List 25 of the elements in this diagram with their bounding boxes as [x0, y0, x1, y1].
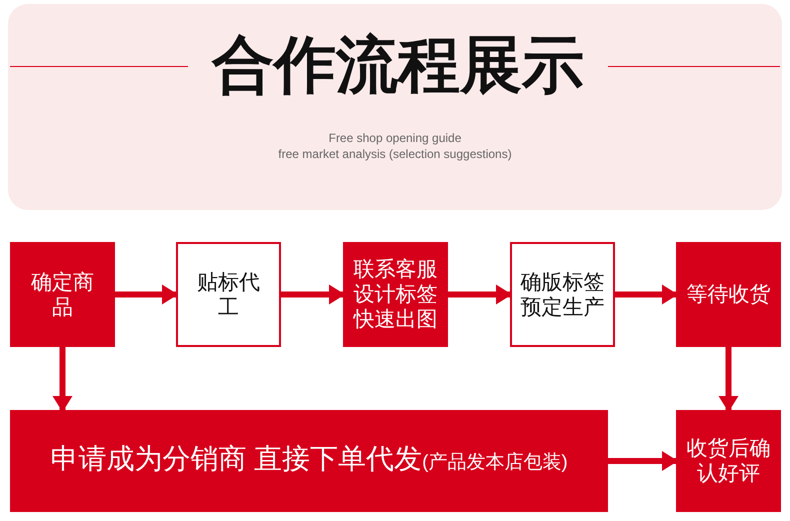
process-box — [10, 410, 608, 512]
process-box — [10, 242, 115, 347]
arrow — [615, 284, 678, 304]
process-box — [676, 410, 781, 512]
process-box — [510, 242, 615, 347]
step-text: 等待收货 — [686, 282, 770, 307]
step-text: 确定商品 — [30, 270, 95, 320]
step-text: (产品发本店包装) — [422, 452, 568, 473]
arrow — [448, 284, 512, 304]
process-box — [176, 242, 281, 347]
step-text: 收货后确认好评 — [686, 436, 770, 486]
step-text: 确版标签预定生产 — [520, 270, 604, 320]
subtitle-text: free market analysis (selection suggestions) — [277, 146, 513, 162]
arrow — [718, 347, 738, 412]
title: 合作流程展示 — [210, 30, 585, 102]
arrow — [52, 347, 72, 412]
step-text: 申请成为分销商 直接下单代发 — [50, 443, 422, 474]
process-box — [343, 242, 448, 347]
arrow — [608, 451, 678, 471]
arrow — [115, 284, 178, 304]
arrow — [281, 284, 345, 304]
step-text: 贴标代工 — [196, 270, 261, 320]
process-box — [676, 242, 781, 347]
step-text: 联系客服设计标签快速出图 — [354, 257, 438, 332]
subtitle-text: Free shop opening guide — [328, 130, 462, 146]
